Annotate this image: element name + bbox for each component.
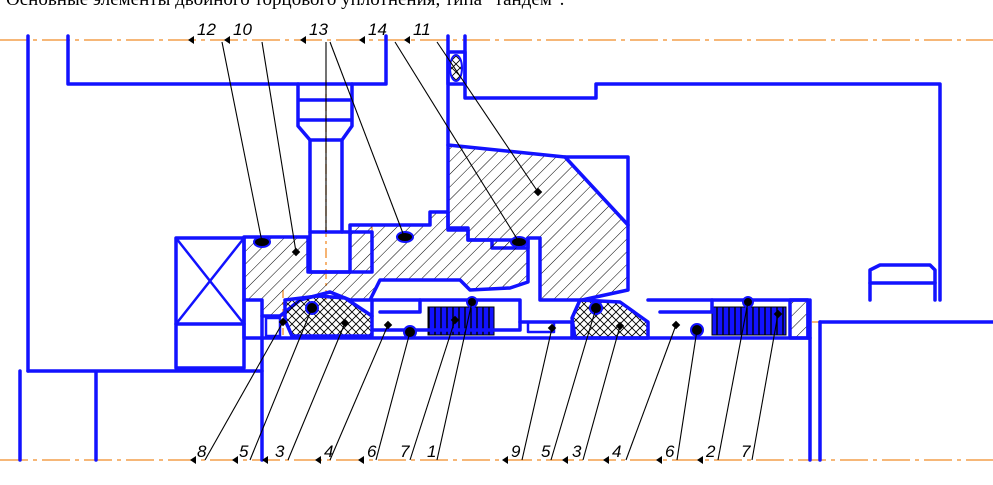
leader-4b xyxy=(625,324,677,461)
dot-10 xyxy=(291,247,301,257)
label-7a: 7 xyxy=(400,442,410,461)
leader-4a xyxy=(329,324,389,461)
leader-12 xyxy=(221,41,263,243)
port-plug xyxy=(296,82,354,142)
part-13-oring xyxy=(396,231,414,243)
shaft-left xyxy=(18,369,264,462)
gland-step xyxy=(242,298,264,340)
label-9: 9 xyxy=(511,442,521,461)
arrow-top-13 xyxy=(300,36,306,44)
dot-3b xyxy=(615,321,625,331)
labels-bottom: 8 5 3 4 6 7 1 9 5 3 4 6 2 7 xyxy=(197,442,751,461)
leader-7a xyxy=(409,319,456,461)
right-seal-cap xyxy=(658,298,714,314)
label-6a: 6 xyxy=(367,442,377,461)
arrow-bot-2 xyxy=(697,456,703,464)
arrow-bot-4 xyxy=(315,456,321,464)
dot-7b xyxy=(773,309,783,319)
arrow-top-12 xyxy=(188,36,194,44)
leader-11 xyxy=(436,41,539,193)
leader-1 xyxy=(436,301,473,461)
labels-top: 12 10 13 14 11 xyxy=(197,20,431,39)
leader-6b xyxy=(676,329,698,461)
dot-9 xyxy=(547,323,557,333)
dot-3a xyxy=(340,318,350,328)
label-arrows xyxy=(188,36,703,464)
label-6b: 6 xyxy=(665,442,675,461)
leader-lines xyxy=(204,41,779,461)
leader-7b xyxy=(751,313,779,461)
arrow-bot-8 xyxy=(190,456,196,464)
left-seal-cap xyxy=(378,298,422,314)
arrow-bot-5 xyxy=(232,456,238,464)
leader-2 xyxy=(717,301,749,461)
housing-inner xyxy=(563,155,630,227)
leader-5a xyxy=(249,307,313,461)
sleeve-right xyxy=(808,298,822,462)
label-3b: 3 xyxy=(572,442,582,461)
label-14: 14 xyxy=(368,20,387,39)
part-3-seat-left xyxy=(283,294,374,338)
leader-14 xyxy=(394,41,520,243)
leader-6a xyxy=(375,331,411,461)
leader-13b xyxy=(329,41,405,237)
arrow-bot-3 xyxy=(262,456,268,464)
part-11-oring-groove xyxy=(446,50,467,86)
right-seal-sleeve xyxy=(646,298,810,340)
leader-9 xyxy=(521,327,553,461)
arrow-top-10 xyxy=(224,36,230,44)
leader-5b xyxy=(550,307,597,461)
arrow-bot-6 xyxy=(358,456,364,464)
arrow-bot-4b xyxy=(603,456,609,464)
label-4b: 4 xyxy=(612,442,621,461)
label-5a: 5 xyxy=(239,442,249,461)
part-8-pin xyxy=(264,316,282,338)
label-4a: 4 xyxy=(324,442,333,461)
port-channel xyxy=(308,138,344,234)
arrow-bot-9 xyxy=(502,456,508,464)
bearing-cross-b xyxy=(174,236,246,326)
dot-8 xyxy=(278,317,288,327)
leader-3a xyxy=(287,322,346,461)
label-2: 2 xyxy=(705,442,716,461)
leader-dots xyxy=(278,187,783,333)
arrow-top-11 xyxy=(404,36,410,44)
leader-3b xyxy=(582,325,621,461)
label-5b: 5 xyxy=(541,442,551,461)
cover-top xyxy=(66,34,388,86)
port-pocket xyxy=(308,230,374,274)
label-8: 8 xyxy=(197,442,207,461)
label-3a: 3 xyxy=(275,442,285,461)
bearing-block xyxy=(174,236,246,370)
dot-4b xyxy=(671,320,681,330)
outline xyxy=(18,34,993,462)
left-seal-sleeve xyxy=(370,298,522,332)
label-10: 10 xyxy=(233,20,252,39)
dot-7a xyxy=(450,315,460,325)
label-1: 1 xyxy=(427,442,436,461)
label-13: 13 xyxy=(309,20,328,39)
figure-caption: Основные элементы двойного торцового упл… xyxy=(6,0,564,11)
label-12: 12 xyxy=(197,20,216,39)
arrow-bot-6b xyxy=(656,456,662,464)
label-7b: 7 xyxy=(741,442,751,461)
leader-8 xyxy=(204,321,284,461)
label-11: 11 xyxy=(413,20,431,39)
part-3-seat-right xyxy=(570,298,650,340)
dot-4a xyxy=(383,320,393,330)
arrow-top-14 xyxy=(359,36,365,44)
arrow-bot-3b xyxy=(562,456,568,464)
shaft-collar xyxy=(868,263,937,302)
leader-10 xyxy=(261,41,297,253)
part-retainer-right xyxy=(788,298,810,340)
